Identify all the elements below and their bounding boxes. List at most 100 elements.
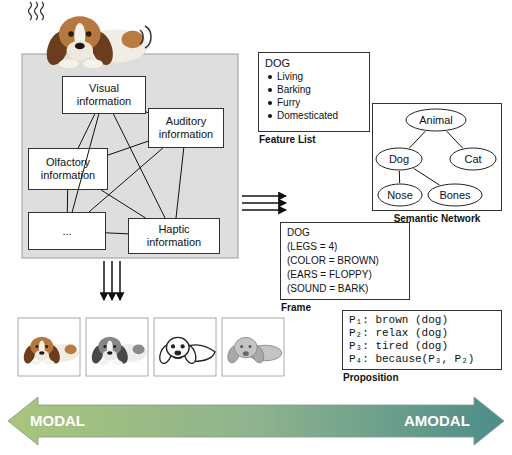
text-row: Olfactory information xyxy=(31,156,105,181)
semantic-network-box: Semantic NetworkAnimalDogCatNoseBones xyxy=(372,103,502,211)
proposition-line: P₁: brown (dog) xyxy=(349,314,448,326)
list-item: Furry xyxy=(277,97,300,108)
modality-box: ... xyxy=(28,212,106,250)
box-label: Haptic information xyxy=(147,223,201,248)
outline xyxy=(175,351,180,355)
mapping-arrow xyxy=(242,195,286,197)
frame-slot: (LEGS = 4) xyxy=(287,241,337,252)
text-row: Proposition xyxy=(343,372,399,384)
text-row: (SOUND = BARK) xyxy=(287,282,403,296)
bullet xyxy=(268,101,272,105)
outline xyxy=(166,337,189,357)
list-heading: DOG xyxy=(265,57,290,69)
image-frame xyxy=(154,318,216,376)
silhouette-part xyxy=(249,345,252,348)
frame-box: DOG(LEGS = 4)(COLOR = BROWN)(EARS = FLOP… xyxy=(280,222,410,300)
panel-caption: Frame xyxy=(281,302,311,313)
connector-line xyxy=(101,190,145,218)
concept-ellipse: Nose xyxy=(377,183,423,207)
modality-box: Olfactory information xyxy=(28,148,108,190)
connector-line xyxy=(78,114,95,148)
bullet xyxy=(268,75,272,79)
panel-caption: Proposition xyxy=(343,372,399,383)
list-item: Domesticated xyxy=(277,110,338,121)
modality-box: Haptic information xyxy=(128,218,220,254)
text-row: Auditory information xyxy=(151,115,221,140)
image-frame xyxy=(18,318,80,376)
list-item: Living xyxy=(277,71,303,82)
concept-label: Nose xyxy=(387,189,413,201)
mapping-arrow xyxy=(242,202,286,204)
modality-continuum-arrow xyxy=(8,397,504,445)
outline xyxy=(172,345,175,348)
text-row: Bones xyxy=(439,189,470,201)
smell-symbol xyxy=(41,2,44,20)
text-row: P₃: tired (dog) xyxy=(349,340,495,353)
bullet xyxy=(268,114,272,118)
ellipse-shape xyxy=(406,109,466,131)
silhouette-part xyxy=(234,337,257,357)
image-frame xyxy=(222,318,284,376)
concept-label: Animal xyxy=(419,114,453,126)
dog-line-drawing xyxy=(157,337,215,365)
text-row: P₁: brown (dog) xyxy=(349,314,495,327)
outline xyxy=(173,357,183,359)
dog-photo xyxy=(42,16,148,68)
text-row: Animal xyxy=(419,114,453,126)
proposition-line: P₄: because(P₃, P₂) xyxy=(349,353,474,365)
text-row: (EARS = FLOPPY) xyxy=(287,268,403,282)
dog-color-image xyxy=(21,337,79,365)
mapping-arrow xyxy=(119,261,121,300)
concept-ellipse: Dog xyxy=(375,147,423,171)
box-label: Visual information xyxy=(77,82,131,107)
mapping-arrow xyxy=(242,209,286,211)
box-label: Olfactory information xyxy=(41,156,95,181)
frame-slot: (EARS = FLOPPY) xyxy=(287,269,372,280)
mapping-arrow xyxy=(103,261,105,300)
list-item: Barking xyxy=(277,84,311,95)
outline xyxy=(181,345,184,348)
silhouette-part xyxy=(240,345,243,348)
frame-slot: (SOUND = BARK) xyxy=(287,283,368,294)
dog-silhouette xyxy=(226,337,282,364)
mapping-arrow xyxy=(111,261,113,300)
text-row: Haptic information xyxy=(131,223,217,248)
continuum-label: AMODAL xyxy=(404,412,470,430)
text-row: ... xyxy=(62,225,71,238)
modality-box: Auditory information xyxy=(148,108,224,148)
continuum-label: MODAL xyxy=(30,412,85,430)
sound-symbol xyxy=(145,26,151,48)
sound-symbol xyxy=(140,30,143,44)
ellipse-shape xyxy=(378,184,422,206)
proposition-line: P₃: tired (dog) xyxy=(349,340,448,352)
text-row: Nose xyxy=(387,189,413,201)
panel-caption: Feature List xyxy=(259,134,316,145)
frame-slot: (COLOR = BROWN) xyxy=(287,255,379,266)
text-row: Domesticated xyxy=(265,109,363,122)
box-label: ... xyxy=(62,225,71,237)
text-row: Living xyxy=(265,70,363,83)
dog-grayscale-image xyxy=(89,337,147,365)
ellipse-shape xyxy=(428,184,482,206)
connector-line xyxy=(176,148,184,218)
text-row: P₂: relax (dog) xyxy=(349,327,495,340)
ellipse-shape xyxy=(450,148,496,170)
connector-line xyxy=(108,141,148,155)
concept-label: Cat xyxy=(464,153,481,165)
text-row: P₄: because(P₃, P₂) xyxy=(349,353,495,366)
silhouette-part xyxy=(243,351,249,356)
bullet xyxy=(268,88,272,92)
text-row: Visual information xyxy=(65,82,143,107)
text-row: Furry xyxy=(265,96,363,109)
smell-symbol xyxy=(29,2,32,20)
text-row: Barking xyxy=(265,83,363,96)
concept-ellipse: Cat xyxy=(449,147,497,171)
feature-list-box: DOGLivingBarkingFurryDomesticatedFeature… xyxy=(258,52,370,132)
concept-ellipse: Animal xyxy=(405,108,467,132)
image-frame xyxy=(86,318,148,376)
text-row: Dog xyxy=(389,153,409,165)
text-row: (COLOR = BROWN) xyxy=(287,254,403,268)
box-label: Auditory information xyxy=(159,115,213,140)
proposition-line: P₂: relax (dog) xyxy=(349,327,448,339)
modality-box: Visual information xyxy=(62,76,146,114)
